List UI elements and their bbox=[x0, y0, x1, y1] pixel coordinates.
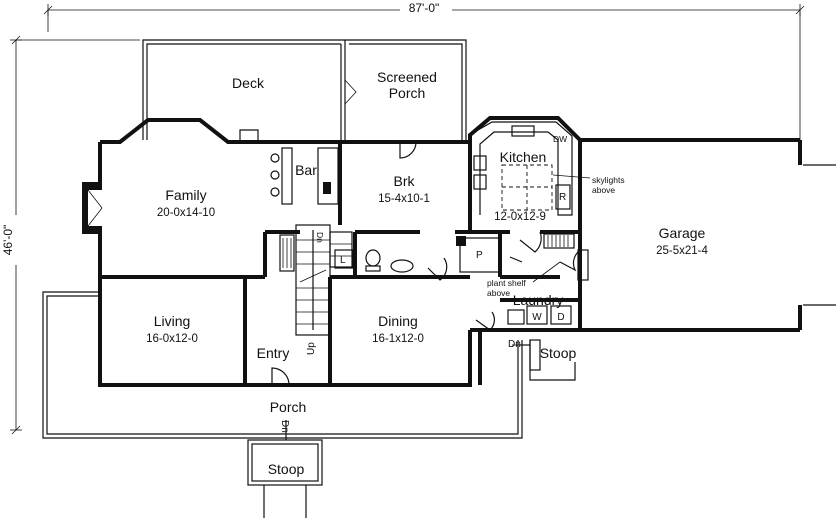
pantry bbox=[456, 236, 501, 273]
plant-shelf-label-line2: above bbox=[487, 288, 510, 298]
entry-label: Entry bbox=[257, 345, 290, 361]
stair-dn-label: Dn bbox=[315, 232, 325, 243]
brk-size: 15-4x10-1 bbox=[378, 193, 430, 205]
exterior-walls bbox=[98, 116, 582, 387]
porch-label: Porch bbox=[270, 399, 307, 415]
kitchen-size: 12-0x12-9 bbox=[494, 211, 546, 223]
dining-size: 16-1x12-0 bbox=[372, 333, 424, 345]
garage-walls bbox=[577, 138, 836, 332]
depth-dimension-line bbox=[10, 35, 140, 435]
screened-porch-label-line2: Porch bbox=[389, 85, 426, 101]
stair-up-label: Up bbox=[306, 342, 317, 355]
family-size: 20-0x14-10 bbox=[157, 207, 215, 219]
laundry-label: Laundry bbox=[513, 292, 564, 308]
side-stoop-label: Stoop bbox=[540, 345, 577, 361]
depth-dimension-label: 46'-0" bbox=[1, 225, 15, 256]
living-size: 16-0x12-0 bbox=[146, 333, 198, 345]
family-label: Family bbox=[165, 187, 206, 203]
fireplace bbox=[82, 182, 103, 234]
width-dimension-label: 87'-0" bbox=[409, 1, 440, 15]
bar-counter bbox=[270, 147, 339, 205]
deck-label: Deck bbox=[232, 75, 265, 91]
brk-label: Brk bbox=[394, 173, 416, 189]
side-stoop bbox=[512, 339, 576, 381]
front-stoop-label: Stoop bbox=[268, 461, 305, 477]
plant-shelf-label-line1: plant shelf bbox=[487, 278, 526, 288]
side-dn-label: Dn bbox=[508, 339, 521, 350]
porch-dn-label: Dn bbox=[279, 420, 290, 433]
bar-label: Bar bbox=[295, 162, 317, 178]
kitchen-label: Kitchen bbox=[500, 149, 547, 165]
powder-room bbox=[334, 249, 414, 273]
dining-label: Dining bbox=[378, 313, 418, 329]
door-swings bbox=[239, 129, 579, 386]
skylights-label-line1: skylights bbox=[592, 175, 625, 185]
front-porch-outline bbox=[42, 291, 523, 439]
skylights-label-line2: above bbox=[592, 185, 615, 195]
dryer-label: D bbox=[557, 312, 564, 323]
laundry-appliances bbox=[507, 305, 572, 325]
screened-porch-label-line1: Screened bbox=[377, 69, 437, 85]
dishwasher-label: DW bbox=[553, 134, 567, 144]
kitchen-cabinets bbox=[473, 121, 591, 249]
lav-label: L bbox=[340, 255, 346, 266]
screened-porch-outline bbox=[344, 39, 467, 140]
deck-outline bbox=[142, 39, 346, 140]
washer-label: W bbox=[532, 312, 542, 323]
garage-size: 25-5x21-4 bbox=[656, 245, 708, 257]
refrigerator-label: R bbox=[559, 192, 566, 203]
pantry-label: P bbox=[476, 250, 483, 261]
living-label: Living bbox=[154, 313, 191, 329]
garage-label: Garage bbox=[659, 225, 706, 241]
staircase bbox=[279, 224, 353, 336]
front-stoop bbox=[247, 420, 323, 518]
